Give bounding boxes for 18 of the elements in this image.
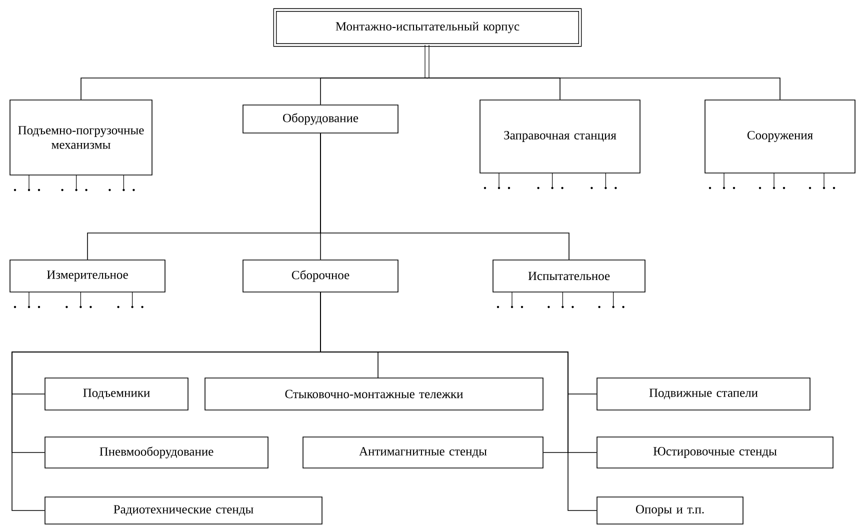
category-box: Юстировочные стенды — [596, 436, 834, 468]
connector-line — [320, 133, 570, 260]
category-box: Антимагнитные стенды — [302, 436, 544, 468]
category-box: Радиотехнические стенды — [44, 496, 322, 524]
category-box: Подвижные стапели — [596, 378, 810, 410]
category-box: Пневмооборудование — [44, 436, 268, 468]
connector-line — [320, 292, 597, 511]
category-box: Оборудование — [242, 104, 398, 134]
category-box: Подъемно-погрузочные механизмы — [10, 100, 152, 176]
category-box: Испытательное — [492, 260, 646, 292]
category-box: Подъемники — [44, 378, 188, 410]
category-box: Измерительное — [10, 260, 166, 292]
category-box: Сборочное — [242, 260, 398, 292]
category-box: Сооружения — [704, 100, 856, 174]
category-box: Опоры и т.п. — [596, 496, 744, 524]
title-box: Монтажно-испытательный корпус — [273, 8, 582, 47]
category-box: Стыковочно-монтажные тележки — [204, 378, 544, 410]
category-box: Заправочная станция — [480, 100, 640, 174]
